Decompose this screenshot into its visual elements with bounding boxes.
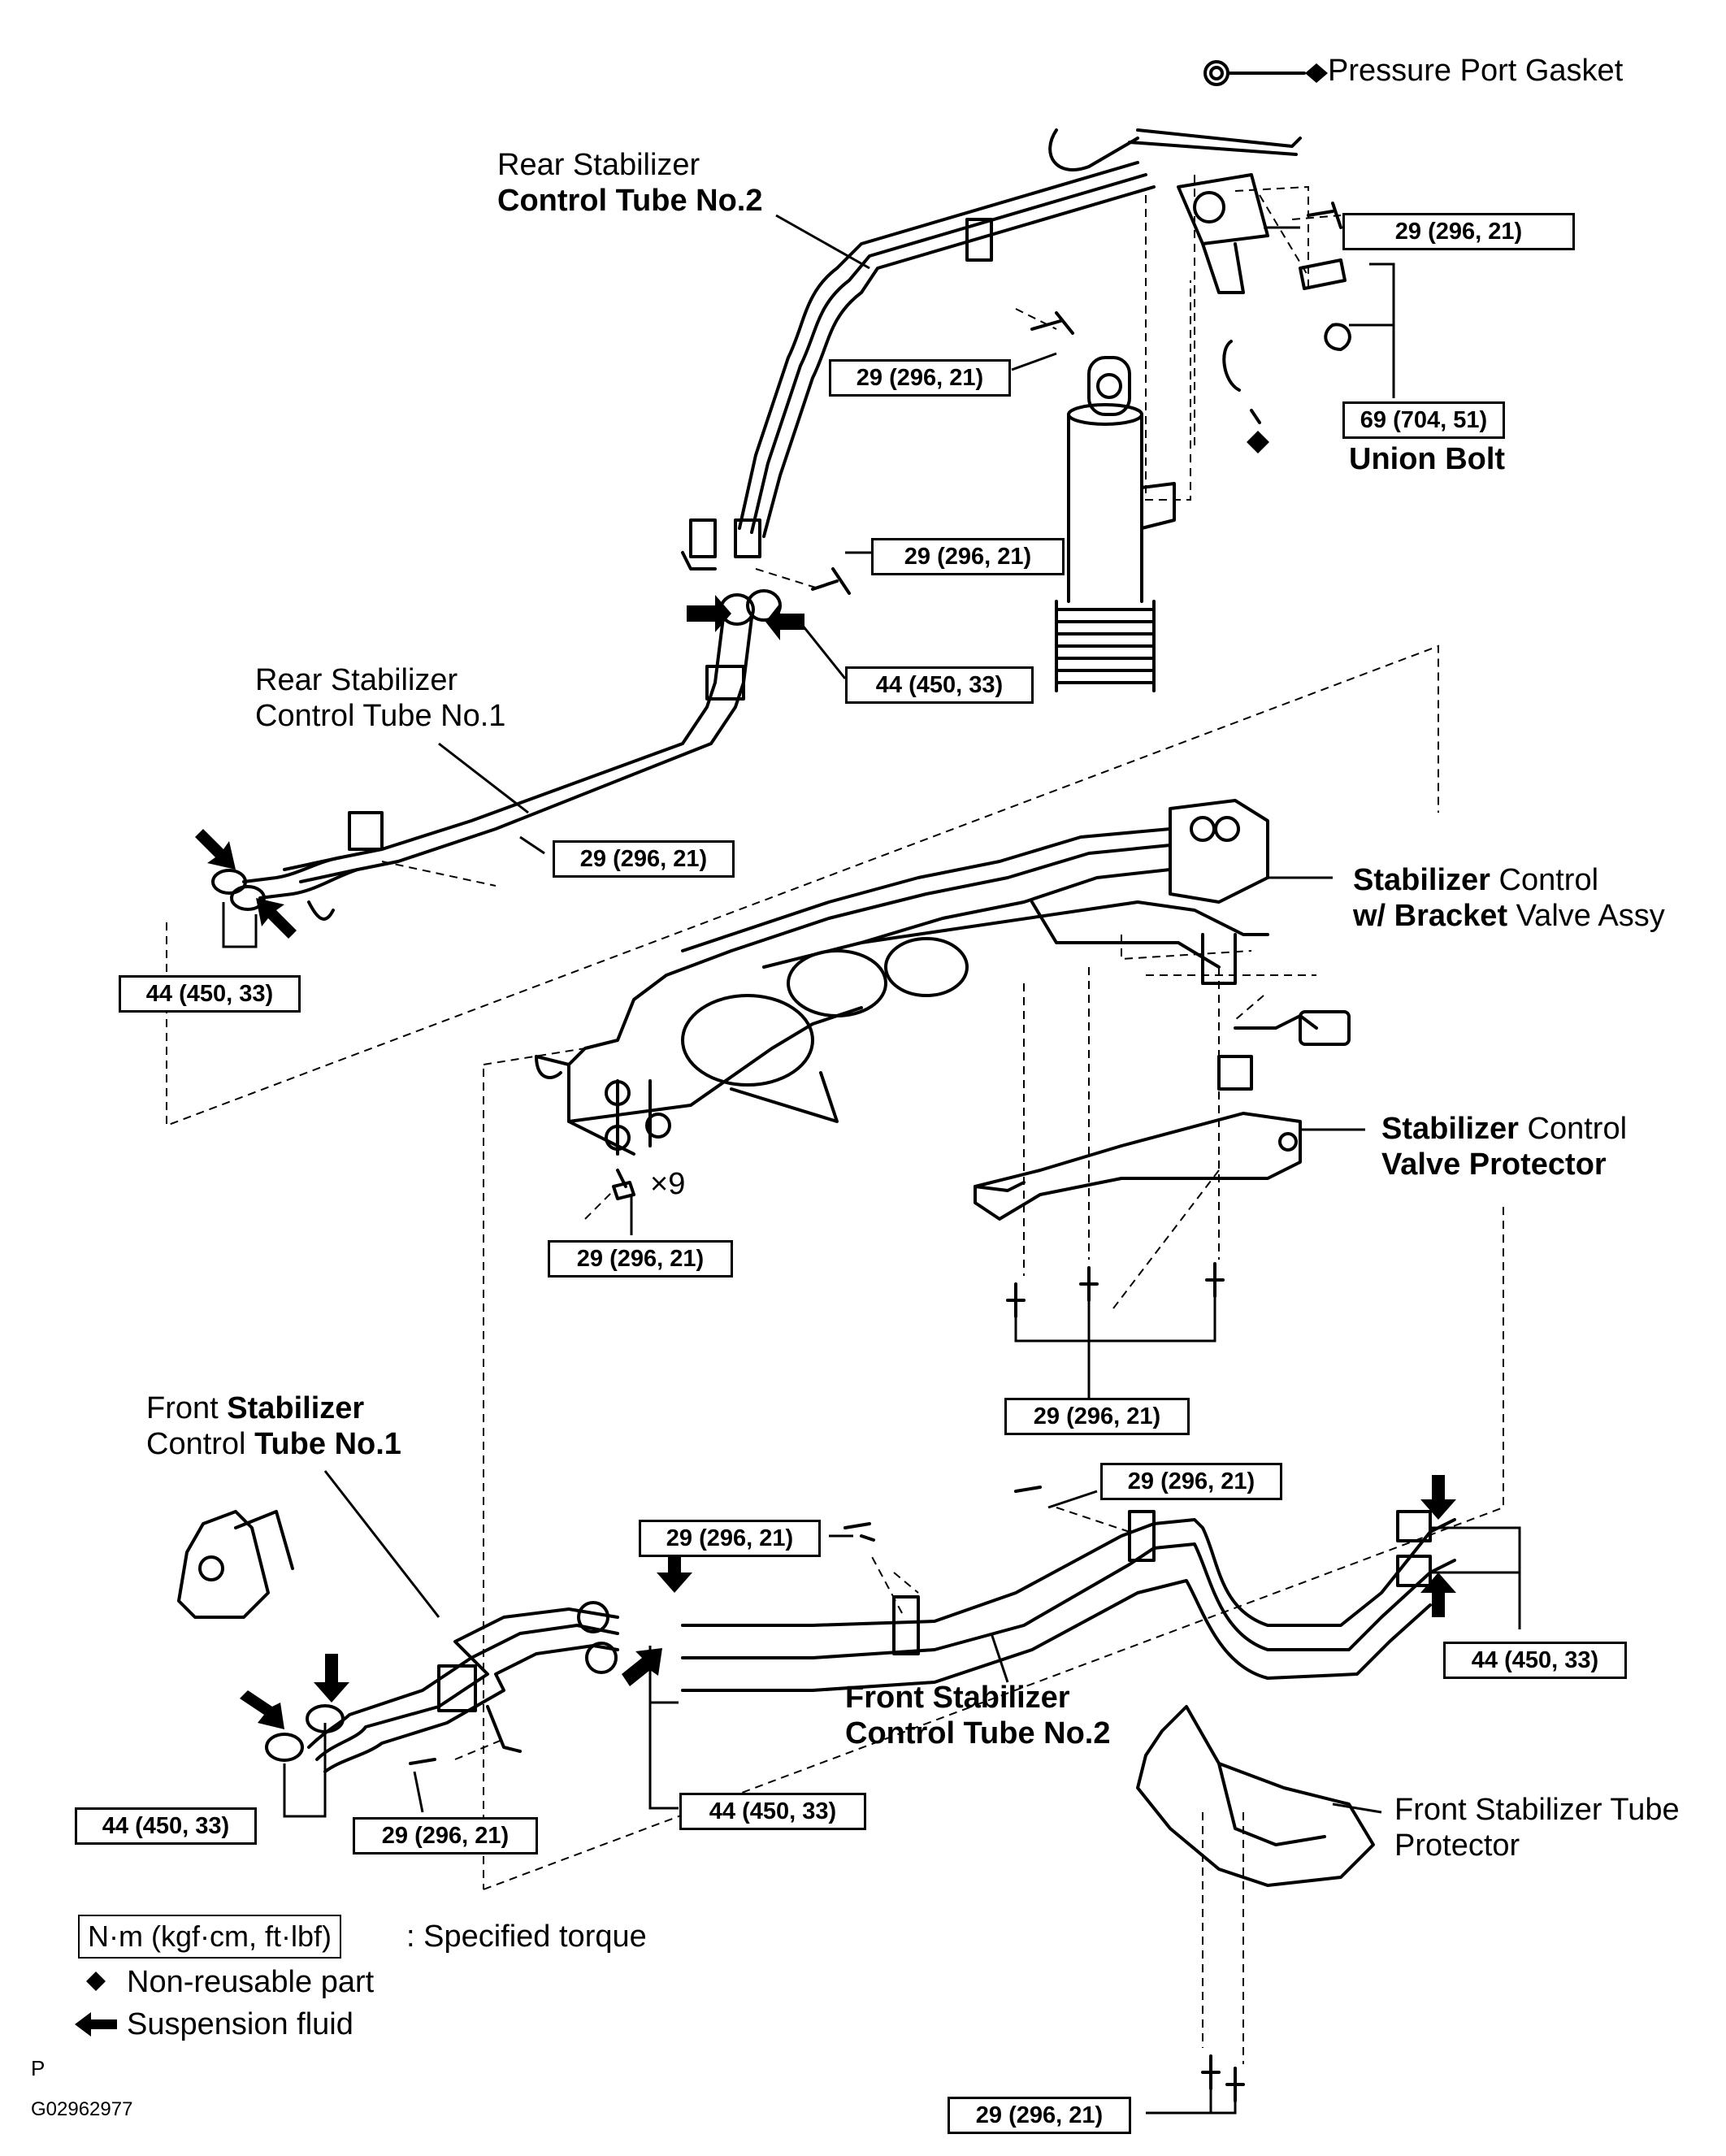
torque-spec-box: 44 (450, 33) xyxy=(119,975,301,1013)
fluid-arrows xyxy=(195,595,1456,1729)
torque-spec-box: 29 (296, 21) xyxy=(1100,1463,1282,1500)
torque-spec-box: 44 (450, 33) xyxy=(1443,1642,1627,1679)
torque-spec-box: 29 (296, 21) xyxy=(829,359,1011,397)
rear-tube-1-label: Rear Stabilizer Control Tube No.1 xyxy=(255,663,506,733)
footer-letter: P xyxy=(31,2056,46,2080)
torque-spec-box: 44 (450, 33) xyxy=(75,1807,257,1845)
valve-assy-label: Stabilizer Control w/ Bracket Valve Assy xyxy=(1353,863,1665,933)
front-tube-protector xyxy=(1136,1705,1375,1887)
gasket-icon xyxy=(1203,60,1229,86)
torque-spec-box: 29 (296, 21) xyxy=(353,1817,538,1855)
torque-spec-box: 44 (450, 33) xyxy=(845,666,1034,704)
front-control-tube-2 xyxy=(681,1510,1456,1692)
torque-spec-box: 29 (296, 21) xyxy=(1342,213,1575,250)
torque-spec-box: 44 (450, 33) xyxy=(679,1793,866,1830)
front-control-tube-1 xyxy=(265,1601,619,1773)
torque-spec-box: 29 (296, 21) xyxy=(548,1240,733,1278)
rear-control-tube-2 xyxy=(681,128,1302,570)
torque-spec-box: 29 (296, 21) xyxy=(948,2097,1131,2134)
rear-control-tube-1 xyxy=(211,616,753,921)
pressure-port-gasket-label: Pressure Port Gasket xyxy=(1328,54,1624,88)
times-nine-label: ×9 xyxy=(650,1167,686,1201)
union-bolt-label: Union Bolt xyxy=(1349,442,1506,476)
torque-spec-box: 69 (704, 51) xyxy=(1342,401,1505,439)
fluid-arrow-icon xyxy=(75,2012,117,2037)
torque-spec-box: 29 (296, 21) xyxy=(1004,1398,1190,1435)
valve-protector-label: Stabilizer Control Valve Protector xyxy=(1381,1112,1628,1182)
front-tube-2-label: Front Stabilizer Control Tube No.2 xyxy=(845,1681,1111,1750)
diamond-icon xyxy=(86,1972,106,1991)
valve-protector xyxy=(974,1112,1302,1221)
rear-tube-2-label: Rear Stabilizer Control Tube No.2 xyxy=(497,148,763,218)
torque-spec-box: 29 (296, 21) xyxy=(553,840,735,878)
valve-assembly xyxy=(535,799,1269,1156)
front-tube-protector-label: Front Stabilizer Tube Protector xyxy=(1394,1793,1680,1863)
nonreusable-markers xyxy=(1247,63,1328,453)
legend-fluid: Suspension fluid xyxy=(127,2007,353,2041)
torque-spec-box: 29 (296, 21) xyxy=(871,538,1065,575)
figure-code: G02962977 xyxy=(31,2098,133,2120)
legend-nonreusable: Non-reusable part xyxy=(127,1965,375,1999)
legend-torque-desc: : Specified torque xyxy=(406,1920,647,1954)
legend-torque-unit-box: N·m (kgf·cm, ft·lbf) xyxy=(78,1915,341,1959)
front-tube-1-label: Front Stabilizer Control Tube No.1 xyxy=(146,1391,401,1461)
shock-absorber xyxy=(1055,356,1176,692)
torque-spec-box: 29 (296, 21) xyxy=(639,1520,821,1557)
